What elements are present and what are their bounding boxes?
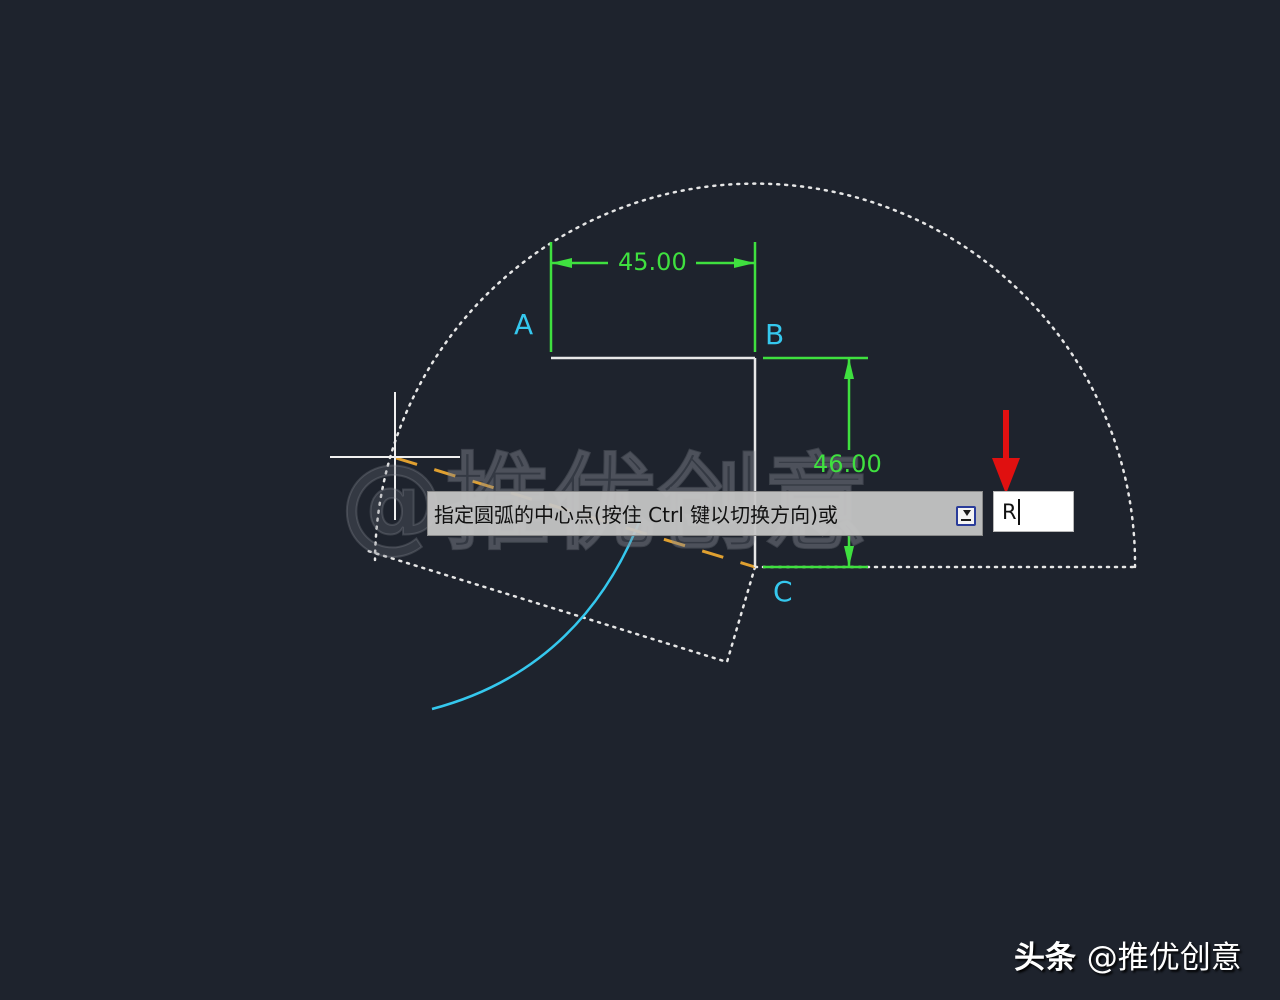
brand-watermark: 头条 @推优创意 [1014,932,1242,977]
command-prompt-text: 指定圆弧的中心点(按住 Ctrl 键以切换方向)或 [434,503,838,527]
tracking-sector-dotted [363,548,757,664]
dimension-vertical-value: 46.00 [813,450,882,478]
command-input-value: R [1002,499,1017,524]
point-label-c: C [773,575,793,608]
dimension-vertical [763,356,868,569]
dimension-horizontal [549,242,757,352]
dimension-horizontal-value: 45.00 [618,248,687,276]
brand-platform: 头条 [1014,940,1076,976]
command-prompt-tooltip: 指定圆弧的中心点(按住 Ctrl 键以切换方向)或 [427,491,983,536]
point-label-a: A [514,308,534,341]
point-label-b: B [765,318,785,351]
command-input-field[interactable]: R [993,491,1074,532]
crosshair-cursor [330,392,460,520]
text-caret [1017,498,1020,525]
dropdown-options-icon[interactable] [956,506,976,526]
brand-handle: @推优创意 [1086,940,1242,976]
preview-arc [431,519,642,711]
red-down-arrow-icon [992,410,1020,494]
